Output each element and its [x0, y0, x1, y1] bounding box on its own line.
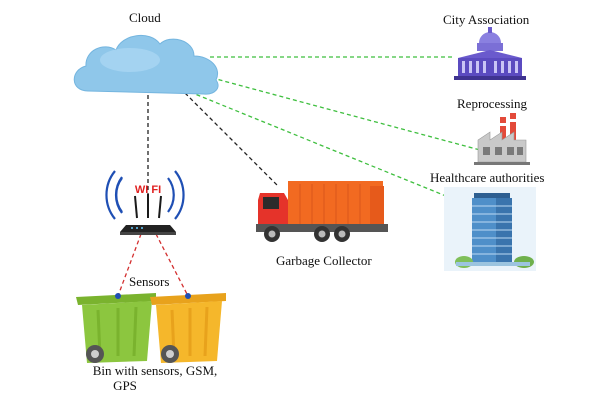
wifi-label: WI FI	[135, 184, 161, 196]
hospital-building-icon	[444, 187, 536, 271]
city-hall-icon	[454, 27, 526, 80]
link-router-yellow-bin	[155, 233, 189, 297]
link-cloud-collector	[184, 92, 279, 187]
label-city-association: City Association	[443, 12, 530, 27]
label-bin-line-1: Bin with sensors, GSM,	[92, 363, 218, 378]
cloud-icon	[73, 35, 219, 95]
label-sensors: Sensors	[129, 274, 170, 289]
label-bin-line-2: GPS	[113, 378, 137, 393]
label-cloud: Cloud	[129, 10, 161, 25]
factory-icon	[474, 113, 530, 165]
label-reprocessing: Reprocessing	[457, 96, 528, 111]
label-garbage-collector: Garbage Collector	[276, 253, 372, 268]
connections	[117, 56, 481, 297]
label-healthcare-authorities: Healthcare authorities	[430, 170, 545, 185]
green-bin-icon	[76, 293, 156, 363]
wifi-router-icon	[105, 170, 185, 235]
link-cloud-healthcare	[189, 91, 469, 206]
link-cloud-reprocessing	[204, 75, 481, 151]
yellow-bin-icon	[150, 293, 226, 363]
garbage-truck-icon	[256, 181, 388, 242]
